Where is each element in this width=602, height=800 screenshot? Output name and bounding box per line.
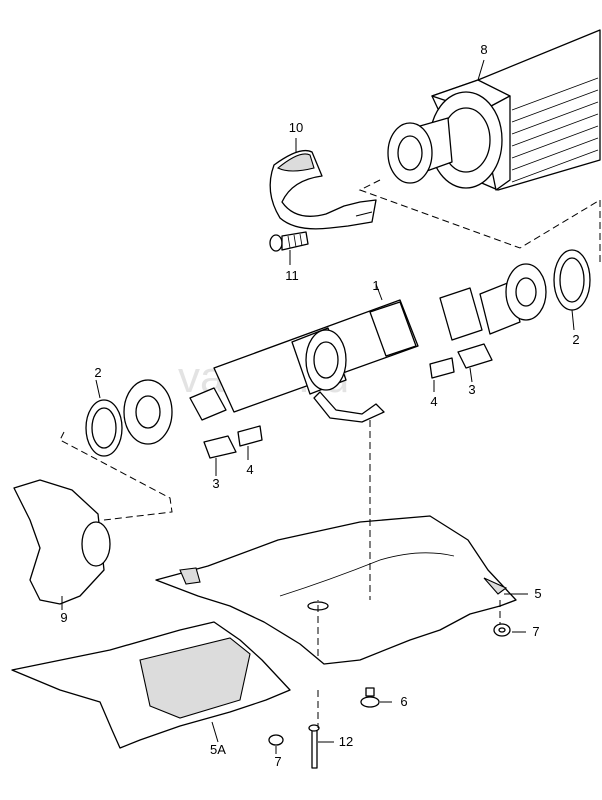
nut-7-right: [493, 623, 511, 637]
callout-10: 10: [289, 120, 303, 135]
callout-7-bottom: 7: [274, 754, 281, 769]
callout-9: 9: [60, 610, 67, 625]
propshaft: [123, 263, 547, 445]
callout-3-left: 3: [212, 476, 219, 491]
flex-disc-left: [85, 399, 123, 457]
heat-shield: [155, 515, 517, 665]
flex-disc-right: [553, 249, 591, 311]
fastener-6: [360, 687, 380, 708]
bracket-left: [203, 425, 263, 459]
callout-2-right: 2: [572, 332, 579, 347]
bolt-11: [269, 231, 309, 252]
callout-8: 8: [480, 42, 487, 57]
callout-5: 5: [534, 586, 541, 601]
stud-12: [308, 724, 320, 769]
callout-4-left: 4: [246, 462, 253, 477]
callout-4-right: 4: [430, 394, 437, 409]
nut-7-bottom: [268, 734, 284, 746]
callout-leaders: [61, 59, 575, 754]
transmission-housing: [387, 29, 601, 191]
bracket-right: [429, 343, 493, 379]
callout-7-right: 7: [532, 624, 539, 639]
callout-1: 1: [372, 278, 379, 293]
heat-shield-5a: [11, 621, 291, 749]
callout-3-right: 3: [468, 382, 475, 397]
engine-flange: [13, 479, 111, 605]
callout-12: 12: [339, 734, 353, 749]
callout-11: 11: [285, 268, 299, 283]
callout-5a: 5A: [210, 742, 226, 757]
protective-cover: [269, 149, 377, 230]
callout-6: 6: [400, 694, 407, 709]
assembly-lines: [59, 179, 601, 728]
callout-2-left: 2: [94, 365, 101, 380]
